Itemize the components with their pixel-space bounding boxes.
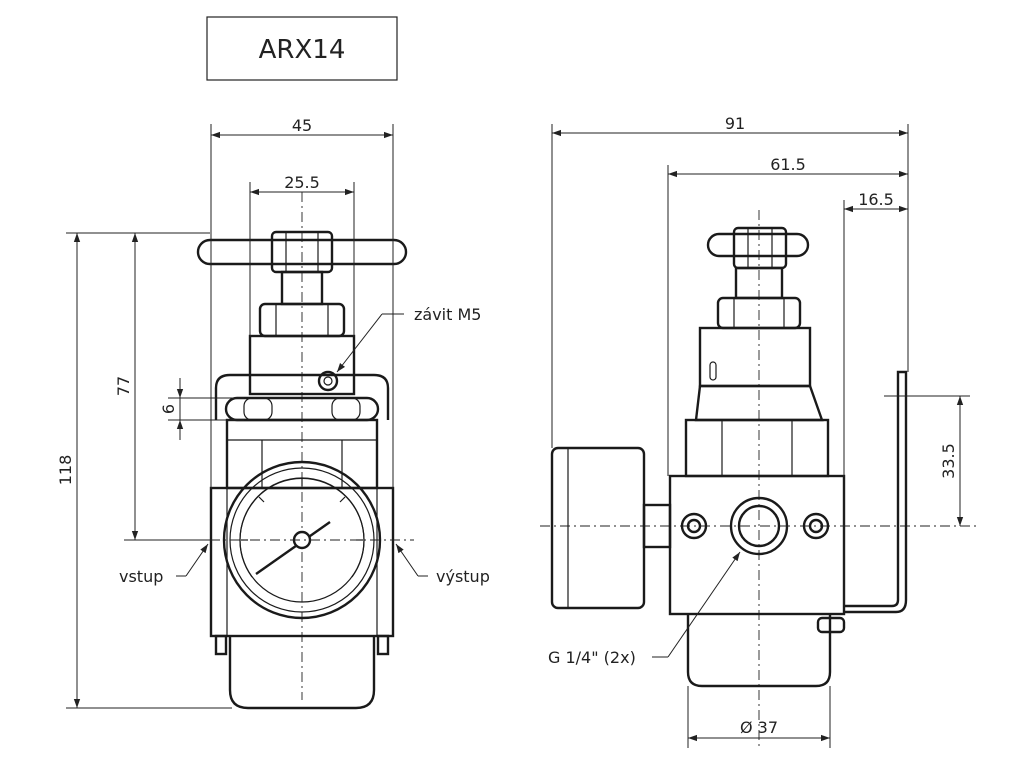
dim-33-5: 33.5 — [884, 395, 970, 526]
dim-16-5-label: 16.5 — [858, 190, 894, 209]
dim-61-5: 61.5 — [667, 155, 908, 476]
inlet-callout: vstup — [119, 543, 209, 586]
inlet-label: vstup — [119, 567, 163, 586]
side-bowl — [686, 614, 832, 688]
bonnet — [248, 334, 356, 396]
filter-bowl — [228, 636, 376, 710]
front-view: 45 25.5 118 77 6 — [56, 116, 490, 710]
side-gauge — [550, 446, 672, 610]
dim-91: 91 — [551, 114, 909, 448]
side-bracket — [844, 370, 908, 614]
side-screws — [680, 512, 830, 540]
thread-label: závit M5 — [414, 305, 481, 324]
dim-91-label: 91 — [725, 114, 745, 133]
dim-33-5-label: 33.5 — [939, 443, 958, 479]
port-g14 — [729, 496, 789, 556]
dim-diameter-37-label: Ø 37 — [740, 718, 778, 737]
drawing-title: ARX14 — [259, 35, 346, 65]
dim-61-5-label: 61.5 — [770, 155, 806, 174]
gauge-needle — [255, 521, 331, 575]
m5-port — [317, 370, 339, 392]
main-body — [209, 486, 395, 638]
port-label: G 1/4" (2x) — [548, 648, 636, 667]
dim-118-label: 118 — [56, 455, 75, 486]
dim-25-5: 25.5 — [249, 173, 355, 336]
dim-45: 45 — [210, 116, 394, 488]
dim-16-5: 16.5 — [843, 190, 908, 606]
title-block: ARX14 — [206, 16, 398, 81]
side-upper-body — [684, 418, 830, 478]
dim-6: 6 — [159, 378, 244, 440]
dim-45-label: 45 — [292, 116, 312, 135]
dim-118: 118 — [56, 232, 232, 709]
dim-25-5-label: 25.5 — [284, 173, 320, 192]
dim-77-label: 77 — [114, 376, 133, 396]
dim-6-label: 6 — [159, 404, 178, 414]
dim-diameter-37: Ø 37 — [687, 686, 831, 748]
port-callout: G 1/4" (2x) — [548, 551, 741, 667]
thread-callout: závit M5 — [336, 305, 481, 373]
side-handle — [706, 226, 810, 270]
outlet-callout: výstup — [395, 543, 490, 586]
dim-77: 77 — [114, 233, 210, 541]
side-view: 91 61.5 16.5 33.5 Ø 37 — [540, 114, 980, 750]
outlet-label: výstup — [436, 567, 490, 586]
